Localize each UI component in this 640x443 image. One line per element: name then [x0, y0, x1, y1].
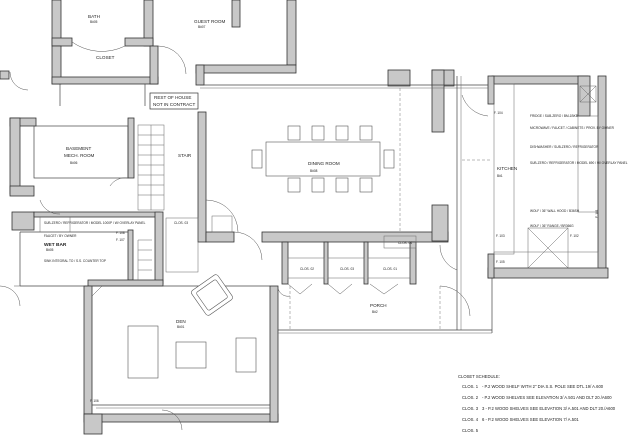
room-guest-label: GUEST ROOM — [194, 19, 225, 24]
schedule-row-5-id: CLOS. 5 — [462, 428, 479, 433]
room-dining-label: DINING ROOM — [308, 161, 340, 166]
room-wetbar-number: B#05 — [46, 248, 54, 252]
tags: F. 104 F. 103 F. 102 F. 105 F. 101 F. 10… — [90, 111, 599, 403]
schedule-row-1-id: CLOS. 1 — [462, 384, 479, 389]
tag-clos1: CLOS. 01 — [383, 267, 397, 271]
room-den-number: B#01 — [177, 325, 185, 329]
room-kitchen-label: KITCHEN — [497, 166, 517, 171]
rest-of-house-line1: REST OF HOUSE — [154, 95, 191, 100]
room-wetbar-label: WET BAR — [44, 242, 67, 248]
room-basement-line2: MECH. ROOM — [64, 153, 95, 158]
wetbar-note-2: FAUCET / BY OWNER — [44, 234, 77, 238]
furniture — [91, 125, 395, 379]
wetbar-note-3: SINK INTEGRAL TO / S.S. COUNTER TOP — [44, 259, 106, 263]
room-den-label: DEN — [176, 319, 186, 324]
tag-f104: F. 104 — [494, 111, 503, 115]
room-dining-number: B#08 — [310, 169, 318, 173]
tag-f101: F. 101 — [595, 209, 599, 218]
tag-clos2: CLOS. 02 — [300, 267, 314, 271]
kitchen-notes: FRIDGE / SUB-ZERO / BM-1BKB MICROWAVE / … — [530, 114, 628, 228]
kitchen-note-5: WOLF / 36" WALL HOOD / B36SH — [530, 209, 580, 213]
wetbar-note-1: SUB-ZERO / REFRIGERATOR / MODEL 1000P / … — [44, 221, 146, 225]
kitchen-note-1: FRIDGE / SUB-ZERO / BM-1BKB — [530, 114, 578, 118]
schedule-title: CLOSET SCHEDULE: — [458, 374, 500, 379]
room-bath-label: BATH — [88, 14, 100, 19]
kitchen-note-2: MICROWAVE / FAUCET / CABINETS / PROV. BY… — [530, 126, 615, 130]
schedule-row-2-id: CLOS. 2 — [462, 395, 479, 400]
room-basement-line1: BASEMENT — [66, 146, 91, 151]
schedule-row-3-id: CLOS. 3 — [462, 406, 479, 411]
room-guest-number: B#07 — [198, 25, 206, 29]
doors — [0, 41, 489, 431]
tag-f103: F. 103 — [496, 234, 505, 238]
tag-clos3b: CLOS. 03 — [340, 267, 354, 271]
tag-f106: F. 106 — [90, 399, 99, 403]
wetbar-notes: SUB-ZERO / REFRIGERATOR / MODEL 1000P / … — [44, 221, 146, 263]
schedule-row-4-text: 6 - P.2 WOOD SHELVES SEE ELEVATION 7/ A.… — [482, 417, 579, 422]
closet-schedule: CLOSET SCHEDULE: CLOS. 1 - P.2 WOOD SHEL… — [458, 374, 616, 433]
schedule-row-2-text: - P.2 WOOD SHELVES SEE ELEVATION 3/ A.50… — [482, 395, 612, 400]
room-labels: BATH B#05 GUEST ROOM B#07 CLOSET REST OF… — [44, 14, 517, 329]
room-stair-label: STAIR — [178, 153, 192, 158]
rest-of-house-line2: NOT IN CONTRACT — [153, 102, 195, 107]
room-closet-label: CLOSET — [96, 55, 115, 60]
tag-f108: F. 108 — [116, 231, 125, 235]
tag-f105: F. 105 — [496, 260, 505, 264]
room-kitchen-number: B#1 — [497, 174, 503, 178]
room-porch-number: B#2 — [372, 310, 378, 314]
tag-clos3a: CLOS. 03 — [174, 221, 188, 225]
tag-clos4: CLOS. 04 — [398, 241, 412, 245]
schedule-row-3-text: 3 - P.2 WOOD SHELVES SEE ELEVATION 3/ A.… — [482, 406, 616, 411]
tag-f102: F. 102 — [570, 234, 579, 238]
room-porch-label: PORCH — [370, 303, 387, 308]
outlines — [19, 76, 599, 409]
kitchen-note-4: SUB-ZERO / REFRIGERATOR / MODEL 690 / W/… — [530, 161, 628, 165]
tag-f107: F. 107 — [116, 238, 125, 242]
rest-of-house-box — [149, 92, 199, 110]
room-basement-number: B#06 — [70, 161, 78, 165]
kitchen-note-6: WOLF / 36" RANGE / BR366G — [530, 224, 574, 228]
schedule-row-4-id: CLOS. 4 — [462, 417, 479, 422]
walls — [0, 0, 609, 435]
room-bath-number: B#05 — [90, 20, 98, 24]
kitchen-note-3: DISHWASHER / SUB-ZERO / REFRIGERATOR — [530, 145, 599, 149]
schedule-row-1-text: - P.2 WOOD SHELF WITH 2" DIA S.S. POLE S… — [482, 384, 604, 389]
